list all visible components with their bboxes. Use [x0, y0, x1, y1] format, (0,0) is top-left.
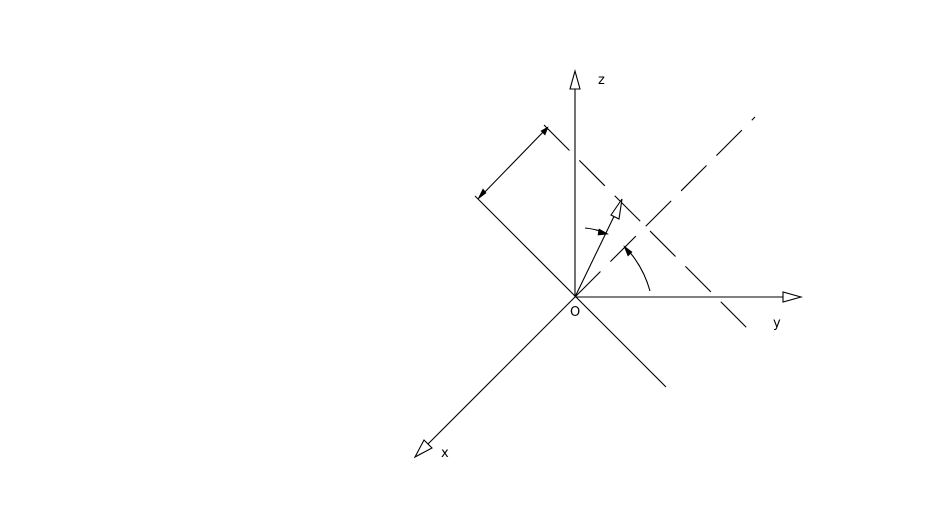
- dimension-arrowhead-start: [477, 188, 487, 200]
- z-axis-label: z: [598, 73, 605, 88]
- x-axis: [426, 296, 576, 446]
- vector-line: [574, 205, 620, 298]
- angle-arc-upper-arrowhead: [597, 228, 609, 236]
- x-axis-arrowhead: [413, 439, 433, 459]
- x-axis-label: x: [441, 446, 449, 461]
- dimension-line: [479, 128, 547, 198]
- solid-slanted-line: [474, 195, 667, 388]
- origin-label: O: [570, 305, 580, 320]
- dashed-diagonal-line: [574, 116, 756, 298]
- z-axis-arrowhead: [569, 68, 581, 90]
- angle-arc-lower-arrowhead: [623, 245, 633, 257]
- vector-arrowhead: [610, 198, 623, 220]
- y-axis-label: y: [773, 316, 781, 331]
- y-axis-arrowhead: [782, 291, 804, 303]
- dimension-arrowhead-end: [540, 126, 549, 136]
